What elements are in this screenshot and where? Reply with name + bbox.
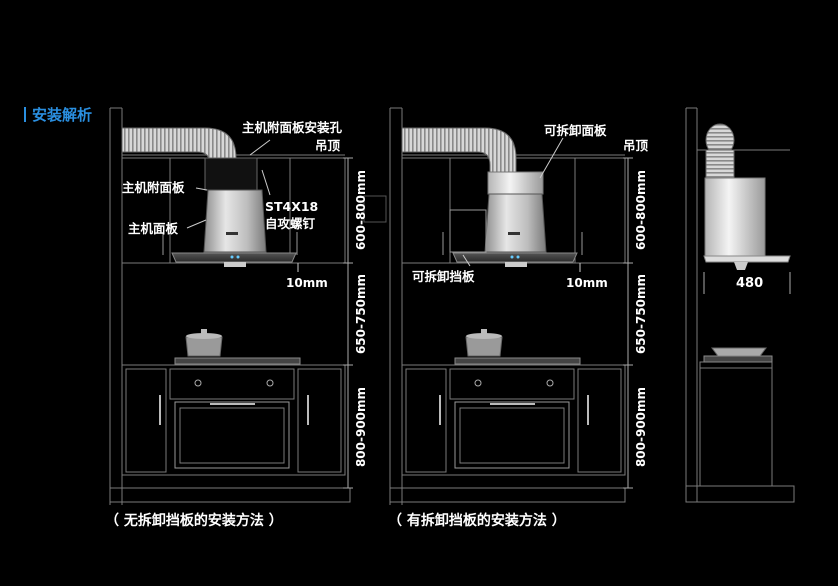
label-ceiling-left: 吊顶: [315, 138, 341, 153]
label-main-panel: 主机面板: [128, 221, 179, 236]
caption-middle: （ 有拆卸挡板的安装方法 ）: [388, 513, 566, 529]
label-removable-baffle: 可拆卸挡板: [412, 269, 475, 284]
middle-dimension-lines: [623, 157, 633, 489]
middle-stove-cabinet: [401, 364, 626, 476]
left-hood-chimney-top: [204, 157, 258, 191]
left-hood-fan: [224, 262, 246, 267]
side-view: [685, 107, 795, 503]
middle-removable-baffle: [449, 209, 487, 253]
middle-hood-control-2: [516, 255, 520, 259]
middle-exhaust-duct: [401, 127, 517, 176]
left-hood-control-1: [230, 255, 234, 259]
caption-left: （ 无拆卸挡板的安装方法 ）: [105, 513, 283, 529]
label-screw: ST4X18 自攻螺钉: [265, 199, 319, 231]
side-hood-fan: [734, 262, 748, 270]
side-duct: [705, 149, 735, 179]
label-removable-panel: 可拆卸面板: [544, 123, 607, 138]
dim-650-750-left: 650-750mm: [354, 273, 368, 355]
middle-hood-fan: [505, 262, 527, 267]
dim-480: 480: [736, 276, 764, 291]
middle-cooktop: [454, 357, 581, 365]
side-wok: [711, 347, 767, 357]
left-stove-cabinet: [121, 364, 346, 476]
middle-pot-lid: [466, 333, 502, 339]
middle-hood-control-1: [510, 255, 514, 259]
dim-800-900-middle: 800-900mm: [634, 386, 648, 468]
middle-removable-panel: [487, 171, 544, 195]
left-dimension-lines: [343, 157, 353, 489]
left-cooktop: [174, 357, 301, 365]
middle-hood-logo: [508, 232, 520, 235]
side-stove-cabinet: [699, 361, 773, 487]
heading-text: 安装解析: [32, 106, 93, 124]
middle-pot-knob: [481, 329, 487, 334]
dim-600-800-middle: 600-800mm: [634, 169, 648, 251]
left-hood-control-2: [236, 255, 240, 259]
bracket-detail: [363, 195, 387, 223]
middle-pointer-lines: [462, 137, 581, 272]
left-hood-canopy: [171, 252, 297, 263]
side-dimension-lines: [703, 272, 791, 294]
dim-10mm-middle: 10mm: [566, 276, 608, 290]
left-pot-knob: [201, 329, 207, 334]
left-hood-chimney: [203, 189, 267, 253]
left-pointer-lines: [186, 139, 299, 272]
left-hood-logo: [226, 232, 238, 235]
dim-800-900-left: 800-900mm: [354, 386, 368, 468]
left-floor: [109, 487, 351, 503]
left-pot-lid: [186, 333, 222, 339]
side-hood-canopy: [703, 255, 791, 263]
side-cooktop: [703, 355, 773, 363]
side-hood-body: [704, 177, 766, 257]
middle-floor: [389, 487, 626, 503]
middle-hood-chimney: [484, 193, 547, 253]
heading-bar: [24, 107, 26, 122]
dim-650-750-middle: 650-750mm: [634, 273, 648, 355]
dim-600-800-left: 600-800mm: [354, 169, 368, 251]
middle-hood-canopy: [452, 252, 578, 263]
left-pot: [185, 336, 223, 357]
section-heading: 安装解析: [24, 104, 92, 125]
label-attach-panel: 主机附面板: [122, 180, 185, 195]
side-floor: [685, 485, 795, 503]
dim-10mm-left: 10mm: [286, 276, 328, 290]
middle-pot: [465, 336, 503, 357]
label-ceiling-middle: 吊顶: [623, 138, 649, 153]
label-attach-panel-hole: 主机附面板安装孔: [242, 120, 343, 135]
